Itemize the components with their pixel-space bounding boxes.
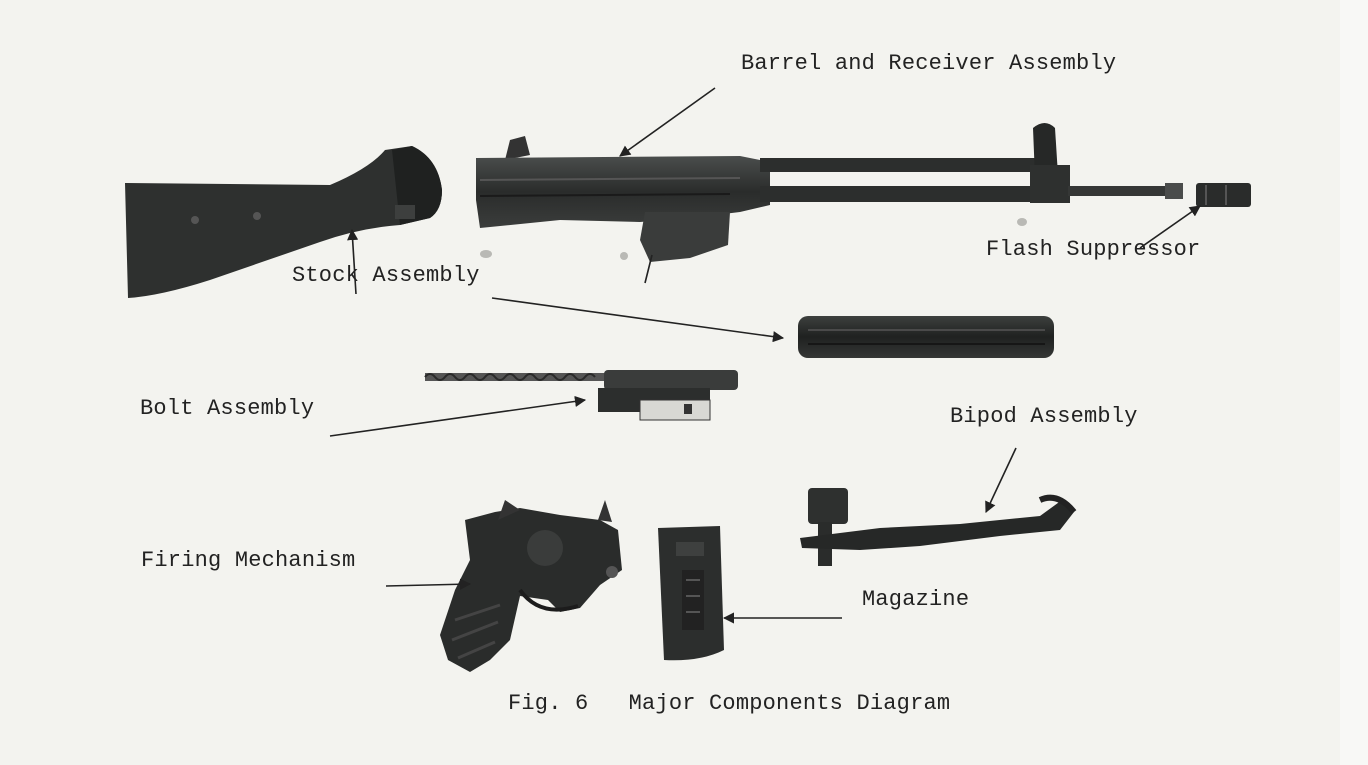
firing-mechanism-label: Firing Mechanism — [141, 548, 356, 573]
stock-leader — [347, 228, 359, 295]
stock-assembly-part — [125, 146, 442, 298]
firing-mechanism-part — [440, 500, 622, 672]
flash-suppressor-part — [1196, 183, 1251, 207]
bolt-assembly-label: Bolt Assembly — [140, 396, 315, 421]
bipod-assembly-part — [800, 488, 1077, 566]
barrel-receiver-label: Barrel and Receiver Assembly — [741, 51, 1117, 76]
flash-suppressor-leader — [1139, 205, 1201, 249]
handguard-leader — [491, 297, 785, 343]
page-margin-strip — [1340, 0, 1368, 765]
bipod-assembly-label: Bipod Assembly — [950, 404, 1138, 429]
magazine-label: Magazine — [862, 587, 970, 612]
bipod-leader — [985, 447, 1017, 514]
firing-mechanism-leader — [385, 578, 472, 590]
bolt-leader — [329, 395, 587, 437]
handguard-part — [798, 316, 1054, 358]
barrel-receiver-leader — [619, 87, 716, 157]
flash-suppressor-label: Flash Suppressor — [986, 237, 1201, 262]
barrel-receiver-part — [476, 123, 1183, 262]
magazine-part — [658, 526, 724, 661]
bolt-assembly-part — [424, 370, 738, 421]
trigger-guard-leader — [644, 254, 653, 284]
stock-assembly-label: Stock Assembly — [292, 263, 480, 288]
figure-caption: Fig. 6 Major Components Diagram — [508, 691, 951, 716]
